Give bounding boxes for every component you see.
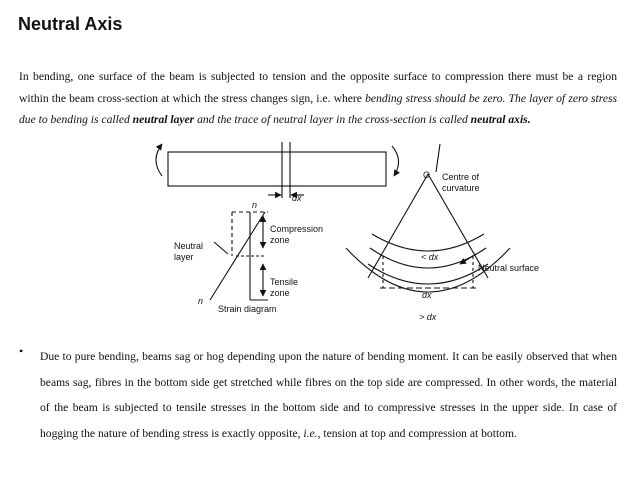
neutral-surface-leader	[459, 253, 477, 265]
neutral-surface-label: Neutral surface	[478, 263, 539, 273]
tensile-zone-label: zone	[270, 288, 290, 298]
term-neutral-axis: neutral axis.	[470, 113, 531, 126]
neutral-leader	[213, 241, 229, 255]
o-label: O	[423, 170, 430, 180]
intro-italic-2: and the trace of neutral layer in the cr…	[194, 113, 471, 126]
n-top-label: n	[252, 200, 257, 210]
bullet-marker: •	[19, 344, 24, 358]
centre-leader	[435, 143, 441, 173]
beam	[155, 142, 400, 199]
neutral-label: Neutral	[174, 241, 203, 251]
beam-bending-figure: dx n n Compression zone Tensile zone Neu…	[155, 142, 539, 322]
bullet-item: • Due to pure bending, beams sag or hog …	[19, 344, 617, 446]
radius-line-left	[367, 173, 429, 279]
tensile-label: Tensile	[270, 277, 298, 287]
arc-bottom-label: > dx	[419, 312, 437, 322]
page-title: Neutral Axis	[18, 14, 123, 34]
moment-arrow-right	[391, 145, 400, 177]
radius-line-right	[427, 173, 489, 279]
curvature-diagram	[345, 143, 511, 293]
intro-text-1: In bending, one surface of the beam is s…	[19, 70, 617, 105]
compression-zone-label: zone	[270, 235, 290, 245]
arc-top-label: < dx	[421, 252, 439, 262]
arc-bottom	[367, 263, 489, 285]
n-bottom-label: n	[198, 296, 203, 306]
bullet-text-2: , tension at top and compression at bott…	[317, 426, 517, 440]
term-neutral-layer: neutral layer	[132, 113, 195, 126]
arc-mid-label: dx	[422, 290, 432, 300]
strain-diagram-label: Strain diagram	[218, 304, 277, 314]
curvature-label: curvature	[442, 183, 480, 193]
layer-label: layer	[174, 252, 194, 262]
strain-diagram	[209, 211, 268, 301]
centre-label: Centre of	[442, 172, 480, 182]
intro-paragraph: In bending, one surface of the beam is s…	[19, 66, 617, 131]
beam-rectangle	[167, 151, 387, 187]
intro-italic-1: bending stress should be zero. The layer…	[19, 91, 618, 127]
compression-label: Compression	[270, 224, 323, 234]
bullet-ie: i.e.	[303, 426, 318, 440]
bullet-paragraph: Due to pure bending, beams sag or hog de…	[40, 344, 617, 446]
moment-arrow-left	[155, 143, 163, 177]
bullet-text-1: Due to pure bending, beams sag or hog de…	[40, 350, 617, 440]
arc-top	[371, 233, 485, 252]
dx-label: dx	[292, 193, 302, 203]
arc-outer	[345, 247, 511, 293]
